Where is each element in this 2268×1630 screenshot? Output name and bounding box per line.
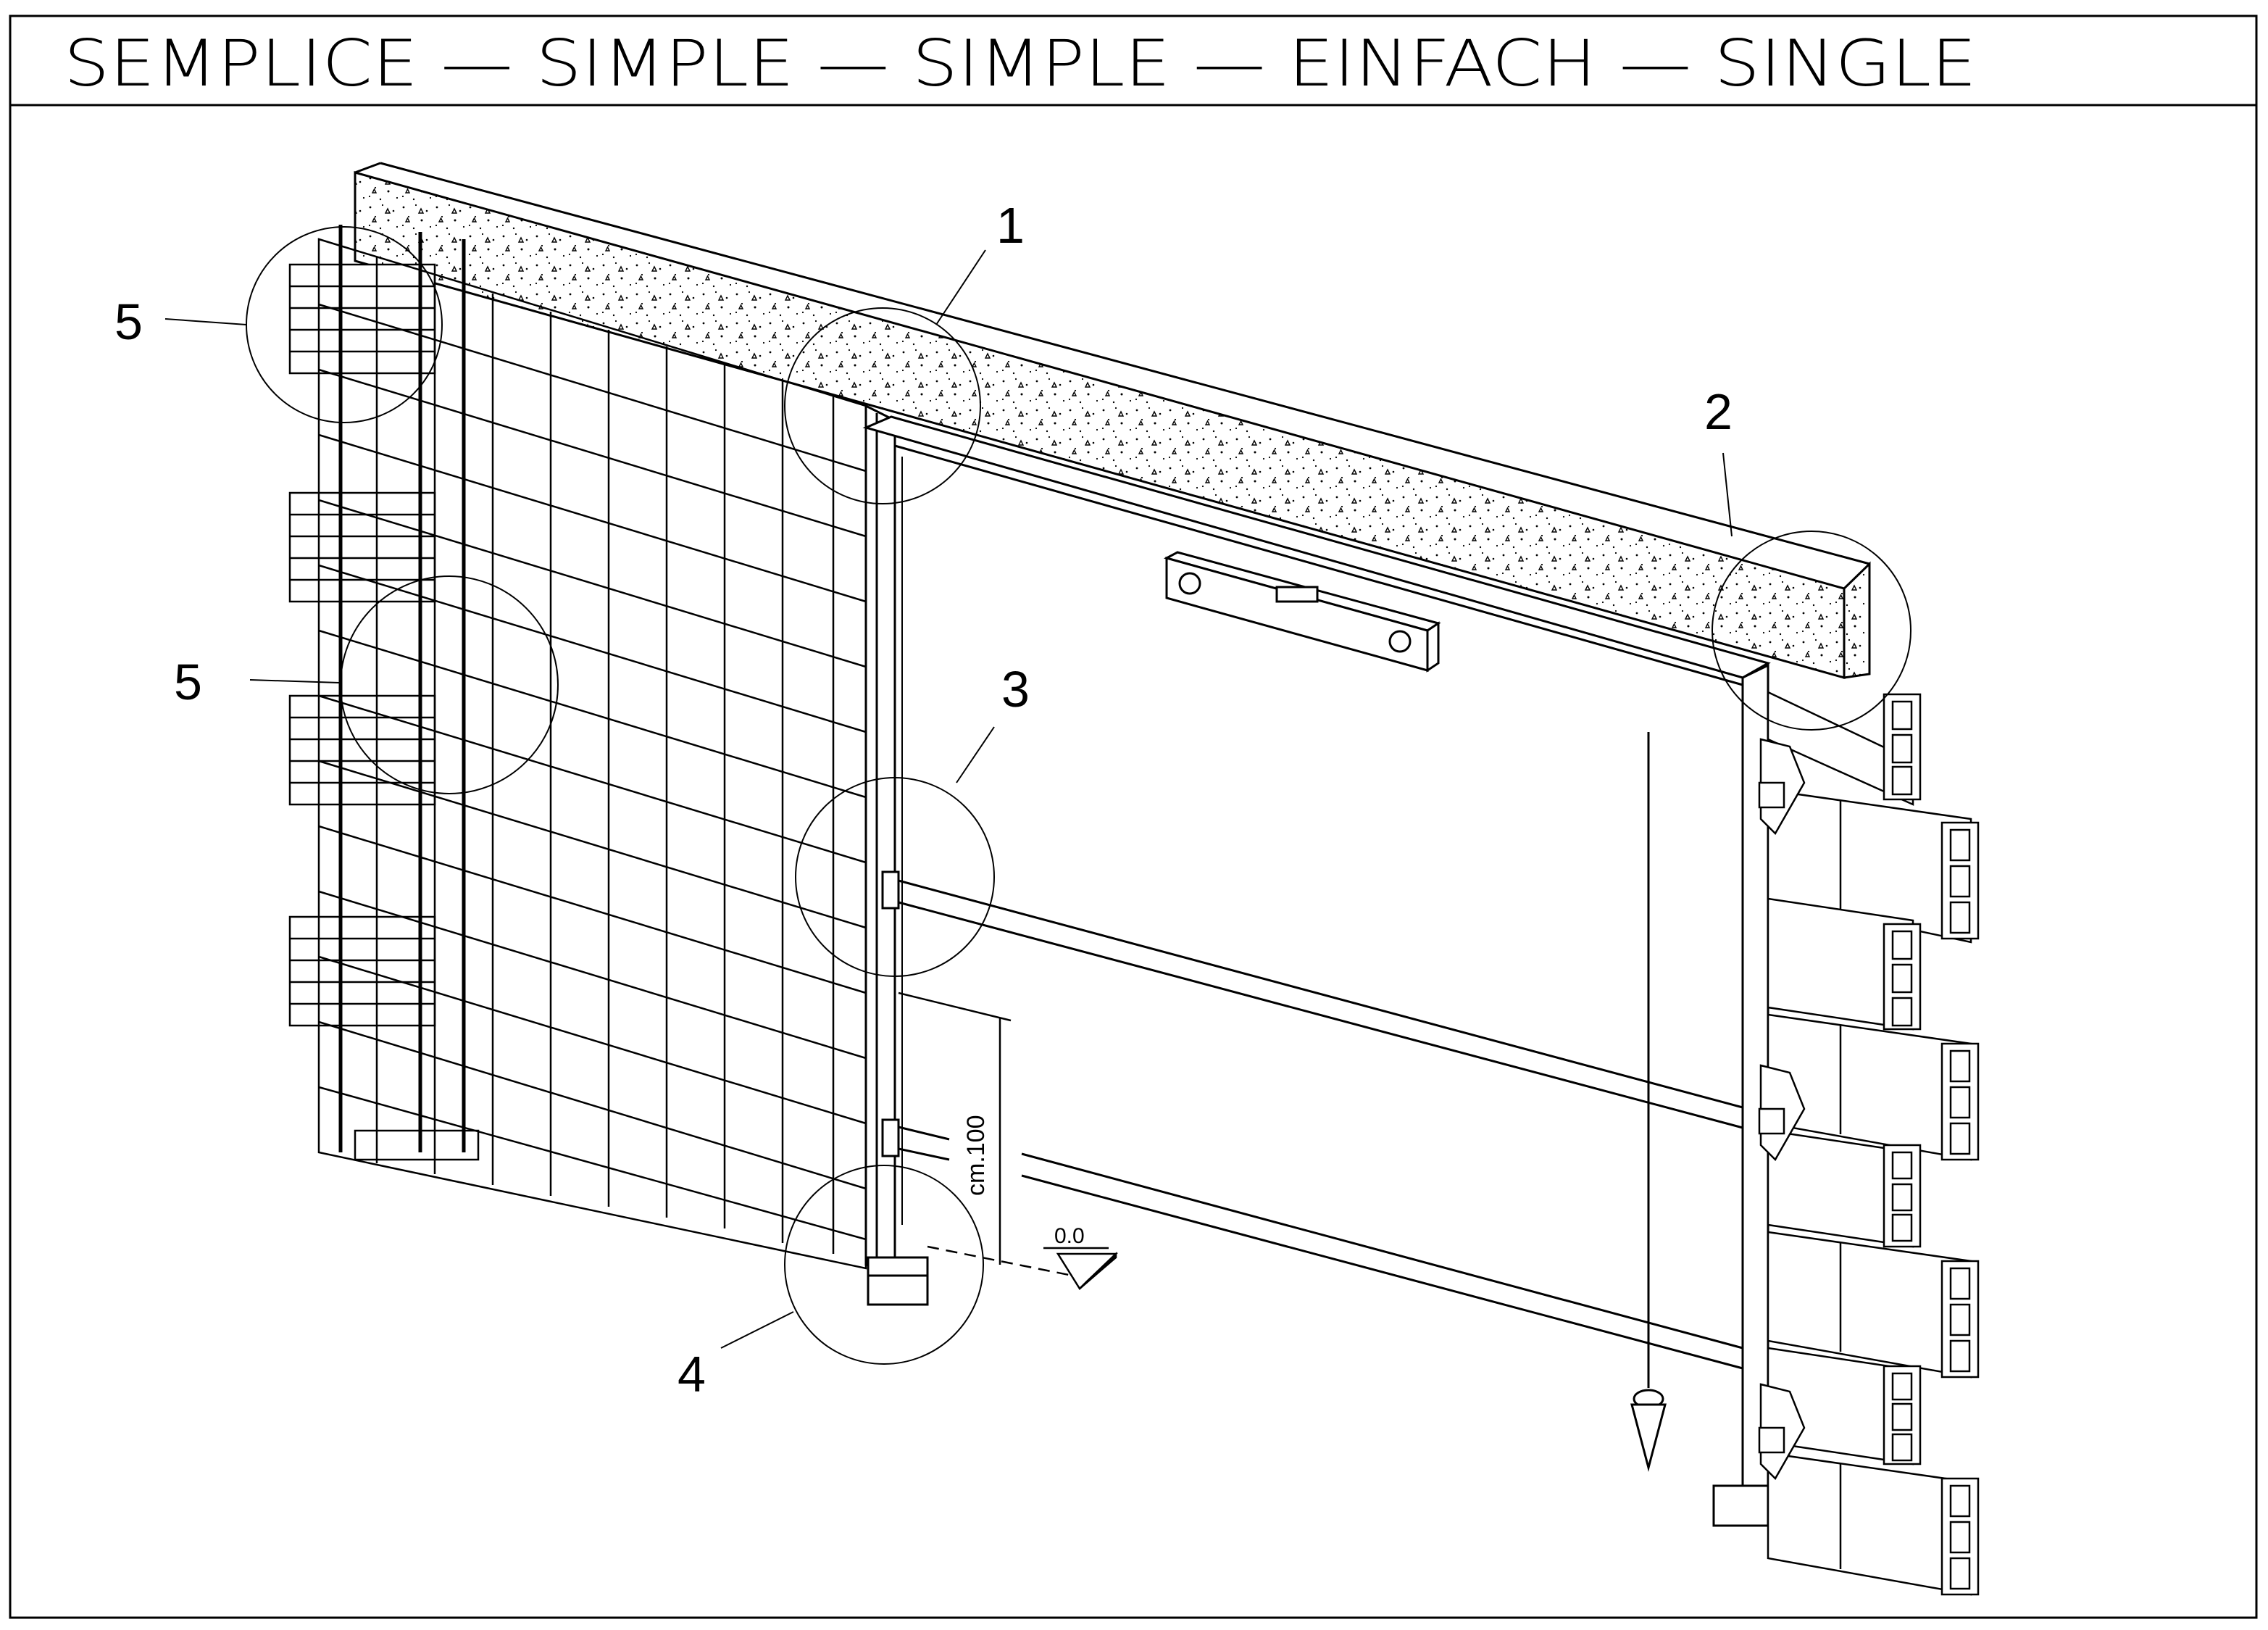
spirit-level bbox=[1163, 551, 1441, 673]
dimension-label: cm.100 bbox=[962, 1115, 990, 1197]
callout-2: 2 bbox=[1704, 383, 1733, 440]
callout-5-top: 5 bbox=[114, 294, 143, 350]
callout-labels: 1 2 3 4 5 5 bbox=[114, 197, 1733, 1402]
callout-3: 3 bbox=[1001, 661, 1030, 718]
level-marker-label: 0.0 bbox=[1054, 1224, 1085, 1248]
left-jamb bbox=[864, 404, 929, 1306]
concrete-lintel bbox=[354, 162, 1871, 679]
anchor-clamps bbox=[1758, 738, 1806, 1481]
callout-5-mid: 5 bbox=[174, 654, 202, 710]
plumb-bob bbox=[1630, 732, 1667, 1472]
page-title: SEMPLICE — SIMPLE — SIMPLE — EINFACH — S… bbox=[64, 26, 1977, 101]
frame-header bbox=[862, 415, 1771, 686]
right-wall-bricks bbox=[1767, 691, 1980, 1596]
leader-lines bbox=[164, 249, 1733, 1349]
sheet-frame bbox=[9, 14, 2258, 1619]
callout-1: 1 bbox=[996, 197, 1025, 254]
dimension-height bbox=[898, 991, 1073, 1277]
spreader-bars bbox=[898, 879, 1743, 1370]
level-marker-icon bbox=[1043, 1247, 1119, 1290]
callout-4: 4 bbox=[678, 1346, 706, 1402]
